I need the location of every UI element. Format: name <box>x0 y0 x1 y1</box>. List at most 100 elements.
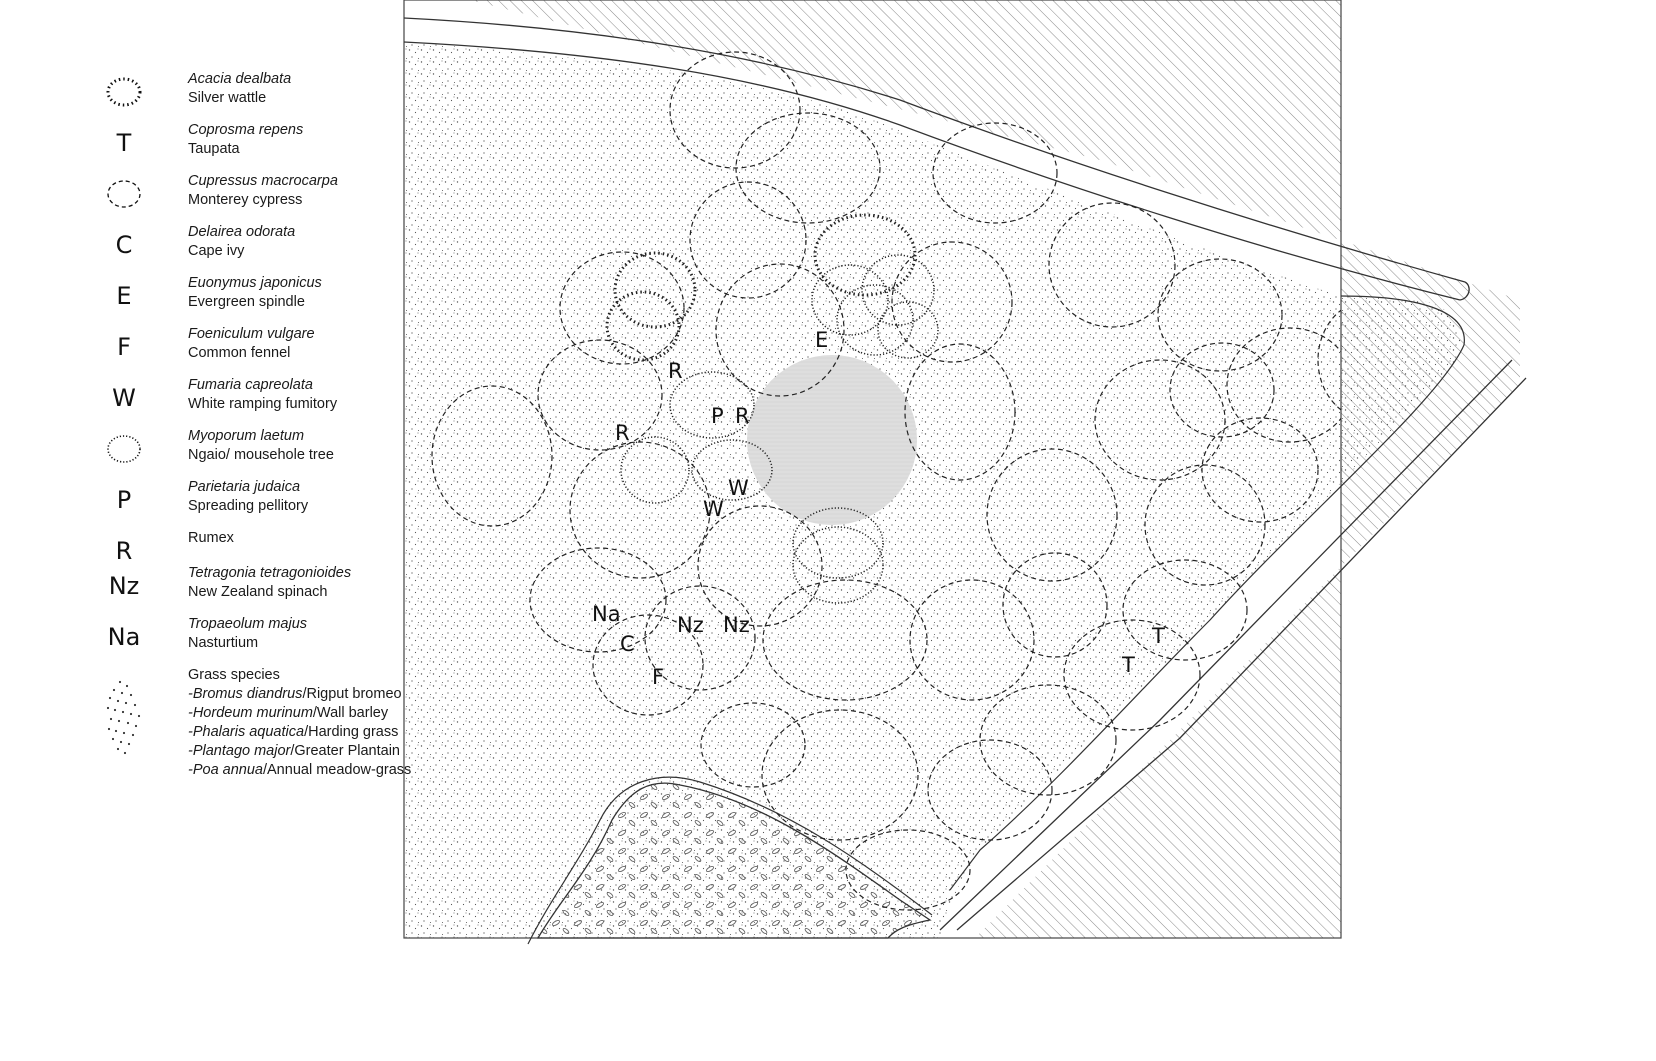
cypress-canopies <box>431 51 1341 911</box>
legend-common-name: Nasturtium <box>188 635 259 651</box>
parietaria-letter-icon: P <box>100 478 148 522</box>
legend-item-parietaria: P Parietaria judaica Spreading pellitory <box>100 478 420 528</box>
rumex-letter-icon: R <box>100 529 148 573</box>
legend-item-rumex: R Rumex <box>100 529 420 579</box>
grass-latin: -Phalaris aquatica <box>188 724 305 740</box>
legend-letter-code: R <box>115 537 133 565</box>
legend-latin-name: Foeniculum vulgare <box>188 326 315 342</box>
grass-common: /Annual meadow-grass <box>262 762 412 778</box>
map-label-taupata: T <box>1121 653 1135 677</box>
grass-species-entry: -Poa annua/Annual meadow-grass <box>188 761 411 780</box>
map-label-nz-spinach: Nz <box>723 613 750 637</box>
legend-common-name: New Zealand spinach <box>188 584 328 600</box>
hatched-boundary-area <box>470 0 1520 938</box>
map-label-rumex: R <box>615 421 630 445</box>
grass-latin: -Plantago major <box>188 743 291 759</box>
legend-latin-name: Delairea odorata <box>188 224 296 240</box>
grass-common: /Greater Plantain <box>290 743 400 759</box>
grass-common: /Wall barley <box>312 705 389 721</box>
acacia-canopies <box>605 213 917 362</box>
legend-common-name: Silver wattle <box>188 90 267 106</box>
grass-ground-area <box>404 42 1461 938</box>
open-clearing-texture <box>747 355 917 525</box>
site-boundary-curve <box>949 295 1465 891</box>
legend-latin-name: Parietaria judaica <box>188 479 301 495</box>
grass-latin: -Hordeum murinum <box>188 705 313 721</box>
legend-latin-name: Acacia dealbata <box>188 71 292 87</box>
grass-species-entry: -Plantago major/Greater Plantain <box>188 742 411 761</box>
myoporum-symbol-icon <box>100 427 148 471</box>
legend-common-name: Taupata <box>188 141 240 157</box>
legend-letter-code: C <box>115 231 133 259</box>
right-road-band <box>939 359 1527 931</box>
grass-latin: -Poa annua <box>188 762 263 778</box>
grass-common: /Harding grass <box>304 724 399 740</box>
legend-common-name: White ramping fumitory <box>188 396 338 412</box>
legend-common-name: Common fennel <box>188 345 291 361</box>
acacia-dealbata-symbol-icon <box>100 70 148 114</box>
delairea-letter-icon: C <box>100 223 148 267</box>
gravel-patch <box>536 782 932 939</box>
legend-item-foeniculum: F Foeniculum vulgare Common fennel <box>100 325 420 375</box>
map-label-nz-spinach: Nz <box>677 613 704 637</box>
legend-common-name: Evergreen spindle <box>188 294 305 310</box>
map-label-fumaria: W <box>728 476 749 500</box>
legend-latin-name: Euonymus japonicus <box>188 275 322 291</box>
legend-letter-code: T <box>116 129 132 157</box>
legend-latin-name: Coprosma repens <box>188 122 304 138</box>
foeniculum-letter-icon: F <box>100 325 148 369</box>
legend-latin-name: Fumaria capreolata <box>188 377 313 393</box>
map-label-parietaria: P <box>711 404 724 428</box>
legend-item-fumaria: W Fumaria capreolata White ramping fumit… <box>100 376 420 426</box>
site-plan-map: E R P R R W W Na Nz Nz C F T T <box>403 0 1527 945</box>
legend-item-acacia: Acacia dealbata Silver wattle <box>100 70 420 120</box>
legend-latin-name: Myoporum laetum <box>188 428 305 444</box>
euonymus-letter-icon: E <box>100 274 148 318</box>
cupressus-symbol-icon <box>100 172 148 216</box>
legend-letter-code: Na <box>107 623 141 651</box>
legend-latin-name: Cupressus macrocarpa <box>188 173 338 189</box>
top-road-band <box>403 17 1470 301</box>
legend-item-cupressus: Cupressus macrocarpa Monterey cypress <box>100 172 420 222</box>
legend-item-tropaeolum: Na Tropaeolum majus Nasturtium <box>100 615 420 665</box>
legend-latin-name: Tropaeolum majus <box>188 616 308 632</box>
legend-item-delairea: C Delairea odorata Cape ivy <box>100 223 420 273</box>
grass-species-title: Grass species <box>188 667 280 683</box>
fumaria-letter-icon: W <box>100 376 148 420</box>
grass-latin: -Bromus diandrus <box>188 686 303 702</box>
tropaeolum-letter-icon: Na <box>100 615 148 659</box>
map-label-euonymus: E <box>815 328 828 352</box>
map-label-fennel: F <box>652 665 664 689</box>
legend-item-euonymus: E Euonymus japonicus Evergreen spindle <box>100 274 420 324</box>
legend-latin-name: Tetragonia tetragonioides <box>188 565 352 581</box>
map-label-cape-ivy: C <box>620 632 635 656</box>
grass-species-entry: -Phalaris aquatica/Harding grass <box>188 723 411 742</box>
legend-item-grass: Grass species -Bromus diandrus/Rigput br… <box>100 666 420 778</box>
map-label-taupata: T <box>1151 624 1165 648</box>
legend-common-name: Cape ivy <box>188 243 245 259</box>
legend: Acacia dealbata Silver wattle T Coprosma… <box>0 0 430 1061</box>
grass-species-entry: -Bromus diandrus/Rigput bromeo <box>188 685 411 704</box>
legend-common-name: Ngaio/ mousehole tree <box>188 447 334 463</box>
gravel-outline <box>527 776 933 945</box>
grass-species-entry: -Hordeum murinum/Wall barley <box>188 704 411 723</box>
map-label-nasturtium: Na <box>592 602 621 626</box>
legend-letter-code: Nz <box>108 572 140 600</box>
legend-letter-code: F <box>117 333 131 361</box>
tetragonia-letter-icon: Nz <box>100 564 148 608</box>
legend-item-tetragonia: Nz Tetragonia tetragonioides New Zealand… <box>100 564 420 614</box>
coprosma-letter-icon: T <box>100 121 148 165</box>
legend-common-name: Rumex <box>188 530 234 546</box>
legend-item-myoporum: Myoporum laetum Ngaio/ mousehole tree <box>100 427 420 477</box>
legend-common-name: Spreading pellitory <box>188 498 309 514</box>
myoporum-canopies <box>620 254 939 604</box>
species-map-labels: E R P R R W W Na Nz Nz C F T T <box>592 328 1165 689</box>
legend-letter-code: P <box>116 486 132 514</box>
legend-item-coprosma: T Coprosma repens Taupata <box>100 121 420 171</box>
grass-common: /Rigput bromeo <box>302 686 402 702</box>
map-label-rumex: R <box>668 359 683 383</box>
map-label-fumaria: W <box>703 497 724 521</box>
legend-common-name: Monterey cypress <box>188 192 303 208</box>
legend-letter-code: W <box>112 384 136 412</box>
legend-letter-code: E <box>116 282 132 310</box>
